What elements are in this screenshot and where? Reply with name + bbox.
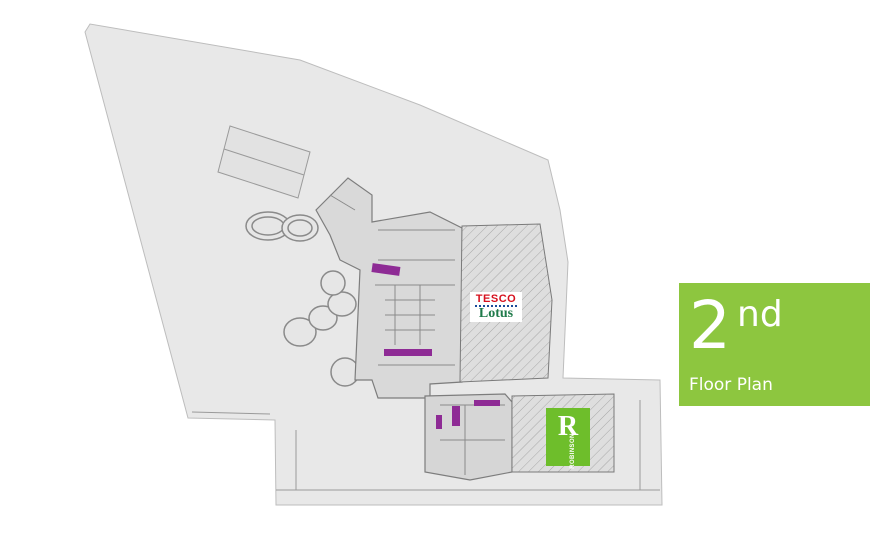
highlight-units	[371, 263, 500, 429]
robinson-logo[interactable]: R ROBINSON	[546, 408, 590, 469]
floor-badge: 2 nd Floor Plan	[679, 283, 870, 406]
tesco-lotus-logo[interactable]: TESCO Lotus	[470, 292, 522, 322]
perimeter-road	[191, 400, 660, 491]
floor-suffix: nd	[737, 294, 783, 335]
lotus-label: Lotus	[478, 306, 514, 321]
lower-building	[424, 393, 513, 481]
mall-building	[315, 177, 463, 399]
floor-plan-title: Floor Plan	[689, 375, 773, 395]
floor-number: 2	[689, 287, 731, 364]
robinson-mark: R	[557, 411, 579, 442]
pool-group	[245, 211, 360, 387]
robinson-label: ROBINSON	[569, 433, 576, 469]
tesco-label: TESCO	[475, 293, 517, 305]
tesco-dash-line	[475, 305, 517, 309]
interior-lines	[329, 194, 505, 475]
